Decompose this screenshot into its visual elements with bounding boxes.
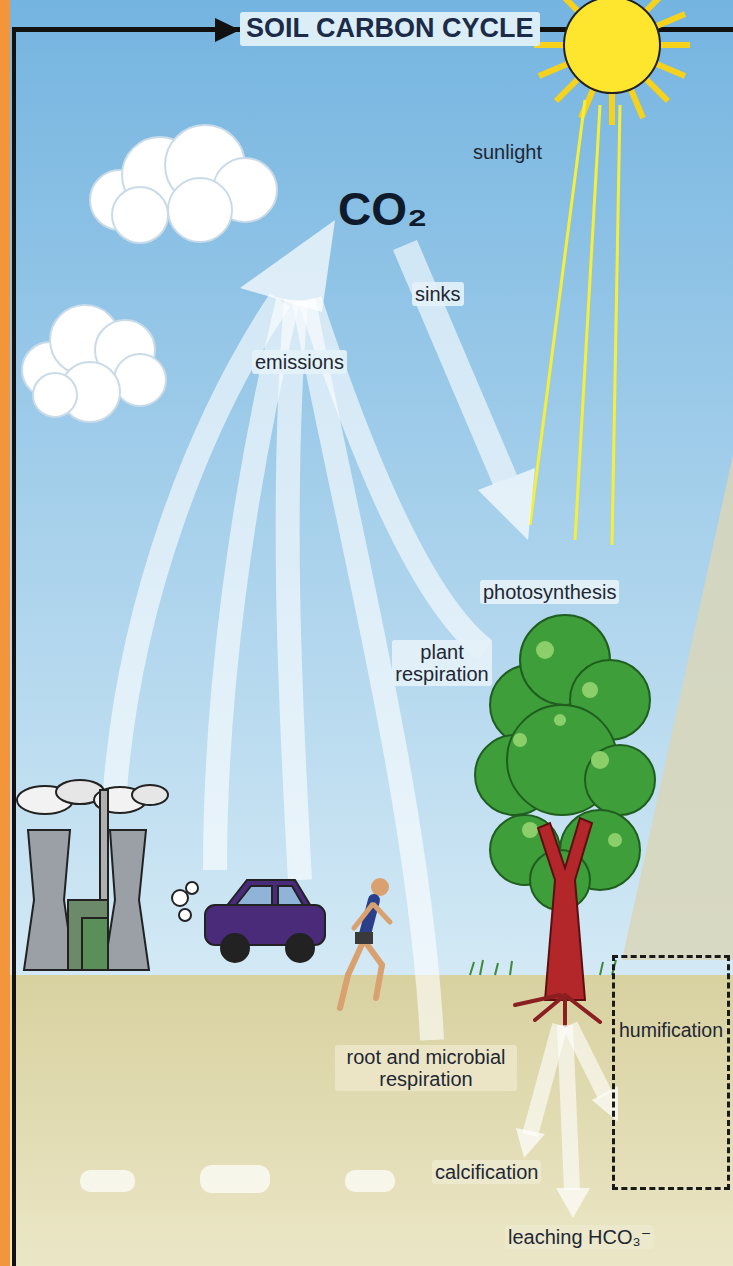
sun [534, 0, 690, 125]
emission-arrowhead [240, 220, 335, 312]
diagram-title: SOIL CARBON CYCLE [240, 12, 540, 46]
plant-respiration-label: plant respiration [392, 640, 492, 686]
emissions-label: emissions [252, 350, 347, 374]
cloud [22, 305, 166, 422]
sink-arrowhead [478, 468, 535, 540]
sinks-label: sinks [412, 282, 464, 306]
cloud [90, 125, 277, 243]
box-text: humification [619, 1020, 723, 1041]
soil-patches [80, 1165, 395, 1193]
frame-line [12, 27, 16, 1266]
sun-rays [530, 100, 620, 545]
sunlight-label: sunlight [470, 140, 545, 164]
car [172, 880, 325, 962]
ground [0, 975, 733, 1266]
leaching-label: leaching HCO₃⁻ [505, 1225, 654, 1249]
sink-arrow [405, 245, 505, 480]
power-plant [17, 780, 168, 970]
tree [470, 615, 655, 1025]
root-respiration-label: root and microbial respiration [335, 1045, 517, 1091]
title-arrow [215, 18, 240, 42]
co2-label: CO₂ [335, 183, 430, 236]
soil-arrows [516, 1025, 618, 1218]
sky [0, 0, 733, 975]
photosynthesis-label: photosynthesis [480, 580, 619, 604]
humification-box: humification [612, 955, 730, 1190]
side-strip [0, 0, 10, 1266]
calcification-label: calcification [432, 1160, 541, 1184]
runner [340, 878, 390, 1008]
